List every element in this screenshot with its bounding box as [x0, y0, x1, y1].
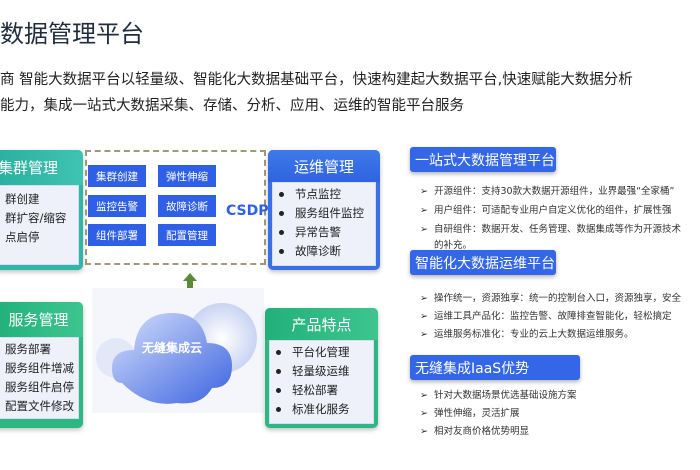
product-features-card: 产品特点 平台化管理 轻量级运维 轻松部署 标准化服务	[265, 308, 378, 428]
list-item: 服务组件增减	[5, 361, 74, 375]
bullet-item: ➢运维服务标准化：专业的云上大数据运维服务。	[420, 329, 634, 340]
bullet-item: ➢运维工具产品化：监控告警、故障排查智能化，轻松搞定	[420, 311, 672, 322]
list-item: 标准化服务	[274, 400, 369, 419]
intro-line-1: 商 智能大数据平台以轻量级、智能化大数据基础平台，快速构建起大数据平台,快速赋能…	[0, 72, 633, 88]
arrow-bullet-icon: ➢	[420, 408, 428, 419]
bullet-item: ➢开源组件：支持30款大数据开源组件，业界最强“全家桶”	[420, 186, 675, 197]
csdp-button[interactable]: 配置管理	[158, 224, 216, 246]
section-header: 无缝集成IaaS优势	[410, 355, 580, 380]
csdp-label: CSDP	[226, 203, 269, 219]
card-title: 服务管理	[0, 302, 83, 337]
bullet-item: ➢操作统一，资源独享：统一的控制台入口，资源独享，安全	[420, 293, 682, 304]
list-item: 异常告警	[277, 223, 371, 242]
card-title: 运维管理	[268, 150, 380, 182]
bullet-item: ➢用户组件：可适配专业用户自定义优化的组件，扩展性强	[420, 205, 672, 216]
arrow-bullet-icon: ➢	[420, 224, 428, 235]
list-item: 故障诊断	[277, 242, 371, 261]
bullet-item: ➢弹性伸缩，灵活扩展	[420, 408, 520, 419]
csdp-button[interactable]: 弹性伸缩	[158, 165, 216, 187]
section-header: 一站式大数据管理平台	[410, 147, 556, 172]
list-item: 群扩容/缩容	[5, 211, 67, 225]
list-item: 点启停	[5, 230, 40, 244]
csdp-button[interactable]: 监控告警	[88, 195, 146, 217]
cloud-label: 无缝集成云	[142, 341, 203, 355]
arrow-up-icon	[183, 273, 197, 291]
card-title: 集群管理	[0, 150, 83, 185]
cluster-management-card: 集群管理 群创建 群扩容/缩容 点启停	[0, 150, 83, 270]
arrow-bullet-icon: ➢	[420, 205, 428, 216]
arrow-bullet-icon: ➢	[420, 186, 428, 197]
cloud-icon	[92, 288, 264, 413]
bullet-item: ➢相对友商价格优势明显	[420, 426, 530, 437]
section-header: 智能化大数据运维平台	[410, 250, 556, 275]
list-item: 节点监控	[277, 185, 371, 204]
page-title: 数据管理平台	[0, 20, 144, 48]
card-title: 产品特点	[265, 308, 378, 340]
list-item: 服务组件监控	[277, 204, 371, 223]
ops-management-card: 运维管理 节点监控 服务组件监控 异常告警 故障诊断	[268, 150, 380, 270]
bullet-item: ➢自研组件：数据开发、任务管理、数据集成等作为开源技术	[420, 224, 682, 235]
list-item: 群创建	[5, 192, 40, 206]
csdp-frame	[85, 150, 266, 265]
arrow-bullet-icon: ➢	[420, 311, 428, 322]
list-item: 轻松部署	[274, 381, 369, 400]
csdp-button[interactable]: 集群创建	[88, 165, 146, 187]
arrow-bullet-icon: ➢	[420, 329, 428, 340]
arrow-bullet-icon: ➢	[420, 293, 428, 304]
arrow-bullet-icon: ➢	[420, 390, 428, 401]
service-management-card: 服务管理 服务部署 服务组件增减 服务组件启停 配置文件修改	[0, 302, 83, 428]
csdp-button[interactable]: 组件部署	[88, 224, 146, 246]
list-item: 服务组件启停	[5, 380, 74, 394]
list-item: 配置文件修改	[5, 399, 74, 413]
intro-line-2: 能力，集成一站式大数据采集、存储、分析、应用、运维的智能平台服务	[0, 98, 464, 114]
list-item: 平台化管理	[274, 343, 369, 362]
csdp-button[interactable]: 故障诊断	[158, 195, 216, 217]
arrow-bullet-icon: ➢	[420, 426, 428, 437]
bullet-item: ➢针对大数据场景优选基础设施方案	[420, 390, 577, 401]
bullet-continuation: 的补充。	[434, 240, 473, 251]
list-item: 服务部署	[5, 342, 51, 356]
list-item: 轻量级运维	[274, 362, 369, 381]
